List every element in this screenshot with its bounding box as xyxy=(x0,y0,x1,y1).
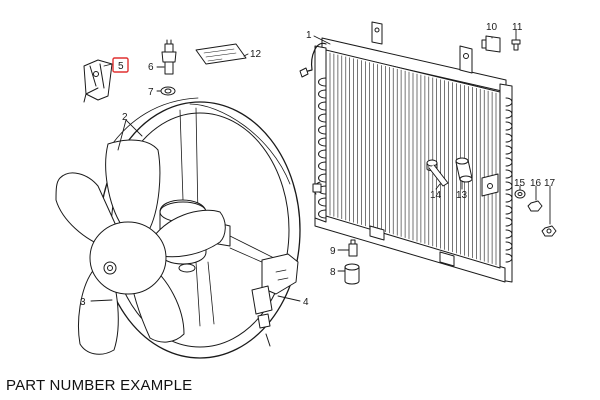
callout-14: 14 xyxy=(430,190,442,201)
caption: PART NUMBER EXAMPLE xyxy=(6,377,193,394)
switch-6 xyxy=(161,39,177,75)
nut-16 xyxy=(527,200,543,212)
connector-4 xyxy=(251,253,299,347)
pin-9 xyxy=(348,239,358,257)
callout-8: 8 xyxy=(330,267,336,278)
leader-lines xyxy=(90,29,551,302)
callout-15: 15 xyxy=(514,178,526,189)
callout-10: 10 xyxy=(486,22,498,33)
condenser xyxy=(299,21,513,283)
callout-16: 16 xyxy=(530,178,542,189)
nut-17 xyxy=(541,225,557,237)
callout-6: 6 xyxy=(148,62,154,73)
callout-17: 17 xyxy=(544,178,556,189)
bush-13 xyxy=(455,157,473,183)
washer-15 xyxy=(514,189,526,199)
grommet-8 xyxy=(344,263,360,285)
callout-12: 12 xyxy=(250,49,262,60)
seal-7 xyxy=(160,86,176,96)
callout-13: 13 xyxy=(456,190,468,201)
fan-blades xyxy=(55,139,226,355)
callout-2: 2 xyxy=(122,112,128,123)
highlight-box xyxy=(112,57,129,73)
bracket-10 xyxy=(481,35,501,53)
label-plate-12 xyxy=(195,43,247,65)
bracket-5 xyxy=(83,59,113,103)
callout-11: 11 xyxy=(512,22,523,33)
screw-11 xyxy=(511,39,521,51)
callout-9: 9 xyxy=(330,246,336,257)
callout-5: 5 xyxy=(118,61,124,72)
bolt-14 xyxy=(426,159,449,187)
callout-7: 7 xyxy=(148,87,154,98)
callout-4: 4 xyxy=(303,297,309,308)
callout-3: 3 xyxy=(80,297,86,308)
callout-1: 1 xyxy=(306,30,312,41)
callout-labels: 1 2 3 4 5 6 7 8 9 10 11 12 13 14 15 16 1… xyxy=(80,22,556,308)
